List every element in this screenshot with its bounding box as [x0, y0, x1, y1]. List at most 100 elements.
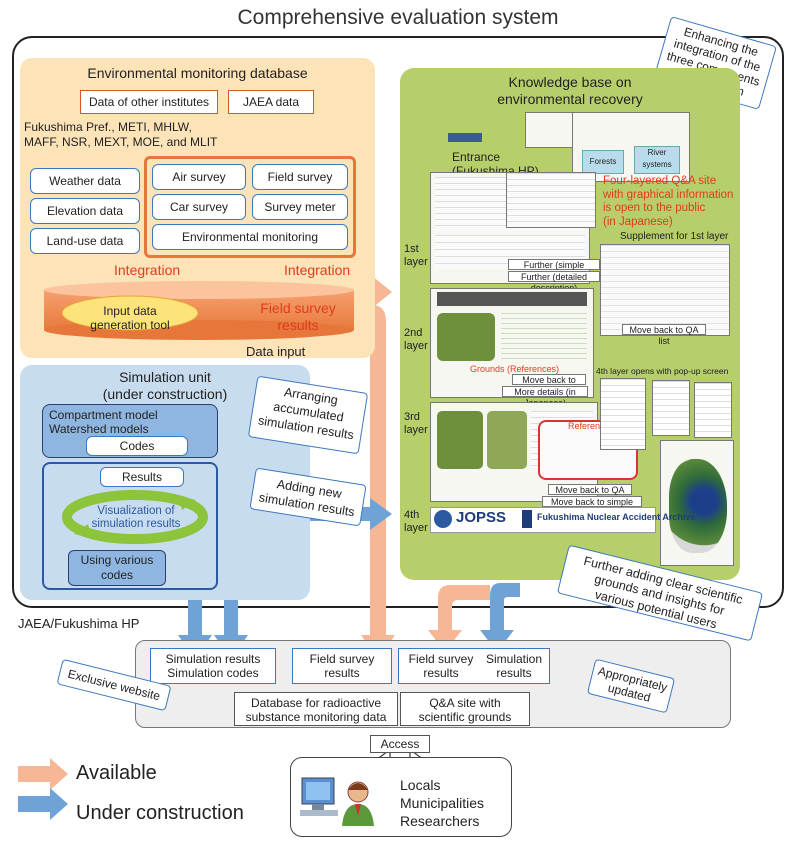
input-tool-line-2: generation tool	[90, 318, 170, 332]
note-line-1: Four-layered Q&A site	[603, 175, 717, 187]
layer-3-map-2	[487, 411, 527, 469]
models-box: Compartment model Watershed models	[42, 404, 218, 458]
more-details-button[interactable]: More details (in Japanese)	[502, 386, 588, 408]
move-qa-list-button-1[interactable]: Move back to QA list	[622, 324, 706, 346]
layer-2-screen	[430, 288, 594, 398]
agencies-text: Fukushima Pref., METI, MHLW, MAFF, NSR, …	[24, 120, 217, 150]
database-cylinder	[44, 281, 354, 340]
page-title: Comprehensive evaluation system	[237, 6, 559, 29]
kb-title-line-1: Knowledge base on	[508, 74, 632, 90]
users-list: Locals Municipalities Researchers	[400, 776, 484, 830]
env-panel-title: Environmental monitoring database	[87, 65, 308, 81]
integration-label-right: Integration	[284, 262, 351, 278]
legend-available-arrow	[18, 758, 68, 790]
layer-2-line1: 2nd	[404, 327, 423, 339]
user-municipalities: Municipalities	[400, 795, 485, 811]
sim-title-line-2: (under construction)	[102, 386, 228, 402]
viz-line-2: simulation results	[91, 518, 181, 530]
sim-results-2: Simulation results	[481, 652, 547, 680]
input-data-tool: Input data generation tool	[72, 304, 188, 332]
legend-uc-arrow	[18, 788, 68, 820]
rivers-button[interactable]: River systems	[634, 146, 680, 174]
access-label: Access	[370, 735, 430, 753]
codes-box: Codes	[86, 436, 188, 456]
references-label: References	[568, 421, 615, 431]
qa-line-2: scientific grounds	[418, 710, 512, 724]
models-line-1: Compartment model	[49, 408, 158, 422]
field-results-line-1: Field survey	[260, 300, 336, 316]
other-institutes-box: Data of other institutes	[80, 90, 218, 114]
user-locals: Locals	[400, 777, 441, 793]
layer-2-table	[501, 313, 587, 361]
archive-icon	[522, 510, 532, 528]
layer-1-line2: layer	[404, 256, 428, 268]
further-simple-button[interactable]: Further (simple description)	[508, 259, 600, 281]
layer-3-line2: layer	[404, 424, 428, 436]
move-simple-qa-button[interactable]: Move back to simple Q&A	[542, 496, 642, 518]
forests-button[interactable]: Forests	[582, 150, 624, 174]
references-box	[538, 420, 638, 480]
legend-arrows	[18, 758, 68, 820]
jopss-icon	[434, 510, 452, 528]
field-line-2: results	[324, 666, 360, 680]
survey-group	[144, 156, 356, 258]
layer-4-line2: layer	[404, 522, 428, 534]
popup-doc-1	[600, 378, 646, 450]
visualization-cycle	[62, 490, 208, 544]
car-survey-box: Car survey	[152, 194, 246, 220]
field2-line-2: results	[423, 666, 459, 680]
db-line-1: Database for radioactive	[250, 696, 382, 710]
field-line-1: Field survey	[309, 652, 375, 666]
kb-title-line-2: environmental recovery	[497, 91, 643, 107]
agencies-line-1: Fukushima Pref., METI, MHLW,	[24, 120, 192, 134]
jopss-label[interactable]: JOPSS	[456, 509, 507, 526]
system-frame	[12, 36, 784, 608]
field-results-line-2: results	[277, 317, 319, 333]
viz-line-1: Visualization of	[97, 505, 175, 517]
land-use-data-box: Land-use data	[30, 228, 140, 254]
weather-data-box: Weather data	[30, 168, 140, 194]
links-bar	[430, 507, 656, 533]
field-survey-results-label: Field survey results	[238, 300, 358, 334]
further-detailed-button[interactable]: Further (detailed description)	[508, 271, 600, 293]
supplement-label: Supplement for 1st layer	[620, 231, 729, 242]
user-researchers: Researchers	[400, 813, 480, 829]
results-box: Results	[100, 467, 184, 487]
jaea-hp-label: JAEA/Fukushima HP	[18, 616, 140, 631]
air-survey-box: Air survey	[152, 164, 246, 190]
archive-label[interactable]: Fukushima Nuclear Accident Archive	[537, 512, 696, 522]
layer-3-map-1	[437, 411, 483, 469]
kb-results-box: Field survey results Simulation results	[398, 648, 550, 684]
entrance-line-1: Entrance	[452, 150, 501, 164]
grounds-label: Grounds (References)	[470, 364, 560, 374]
integration-label-left: Integration	[114, 262, 181, 278]
using-line-2: codes	[100, 568, 134, 582]
sim-results-line-1: Simulation results	[165, 652, 261, 666]
input-tool-line-1: Input data	[103, 304, 157, 318]
env-monitoring-box: Environmental monitoring	[152, 224, 348, 250]
legend-available-label: Available	[76, 762, 157, 784]
sim-results-line-2: Simulation codes	[167, 666, 259, 680]
available-arrow-kb-to-field	[428, 585, 490, 652]
layer-4-line1: 4th	[404, 509, 420, 521]
jaea-data-box: JAEA data	[228, 90, 314, 114]
agencies-line-2: MAFF, NSR, MEXT, MOE, and MLIT	[24, 135, 218, 149]
available-arrow-field-down	[340, 305, 395, 660]
layer-2-line2: layer	[404, 340, 428, 352]
note-line-4: (in Japanese)	[603, 215, 673, 228]
computer-user-icon	[300, 777, 374, 826]
using-codes-box: Using various codes	[68, 550, 166, 586]
move-qa-list-button-2[interactable]: Move back to QA list	[548, 484, 632, 506]
results-group	[42, 462, 218, 590]
qa-site-box[interactable]: Q&A site with scientific grounds	[400, 692, 530, 726]
supplement-screen	[600, 244, 730, 336]
field-results-box: Field survey results	[292, 648, 392, 684]
popup-map-shape	[669, 459, 727, 553]
kb-panel-title: Knowledge base on environmental recovery	[440, 74, 700, 108]
database-site-box[interactable]: Database for radioactive substance monit…	[234, 692, 398, 726]
elevation-data-box: Elevation data	[30, 198, 140, 224]
